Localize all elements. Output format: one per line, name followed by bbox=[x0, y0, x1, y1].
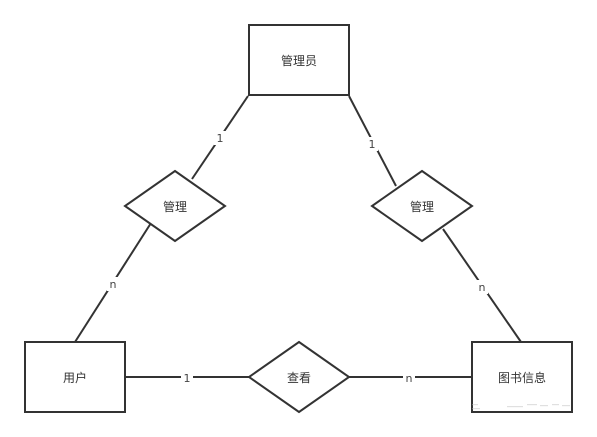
relationship-admin-user-label: 管理 bbox=[163, 199, 187, 214]
cardinality-admin-user-user-side: n bbox=[110, 278, 117, 291]
entity-user[interactable]: 用户 bbox=[24, 341, 126, 413]
entity-book[interactable]: 图书信息 bbox=[471, 341, 573, 413]
relationship-admin-book-label: 管理 bbox=[410, 199, 434, 214]
cardinality-user-book-user-side: 1 bbox=[184, 372, 191, 385]
entity-user-label: 用户 bbox=[63, 370, 87, 385]
cardinality-user-book-book-side: n bbox=[406, 372, 413, 385]
relationship-user-book-label: 查看 bbox=[287, 371, 311, 385]
entity-admin-label: 管理员 bbox=[281, 53, 317, 68]
entity-book-label: 图书信息 bbox=[498, 370, 546, 385]
cardinality-admin-user-admin-side: 1 bbox=[217, 132, 224, 145]
relationship-user-book[interactable]: 查看 bbox=[247, 340, 351, 414]
watermark bbox=[472, 404, 570, 410]
cardinality-admin-book-admin-side: 1 bbox=[369, 138, 376, 151]
relationship-admin-book[interactable]: 管理 bbox=[370, 169, 474, 243]
relationship-admin-user[interactable]: 管理 bbox=[123, 169, 227, 243]
cardinality-admin-book-book-side: n bbox=[479, 281, 486, 294]
entity-admin[interactable]: 管理员 bbox=[248, 24, 350, 96]
